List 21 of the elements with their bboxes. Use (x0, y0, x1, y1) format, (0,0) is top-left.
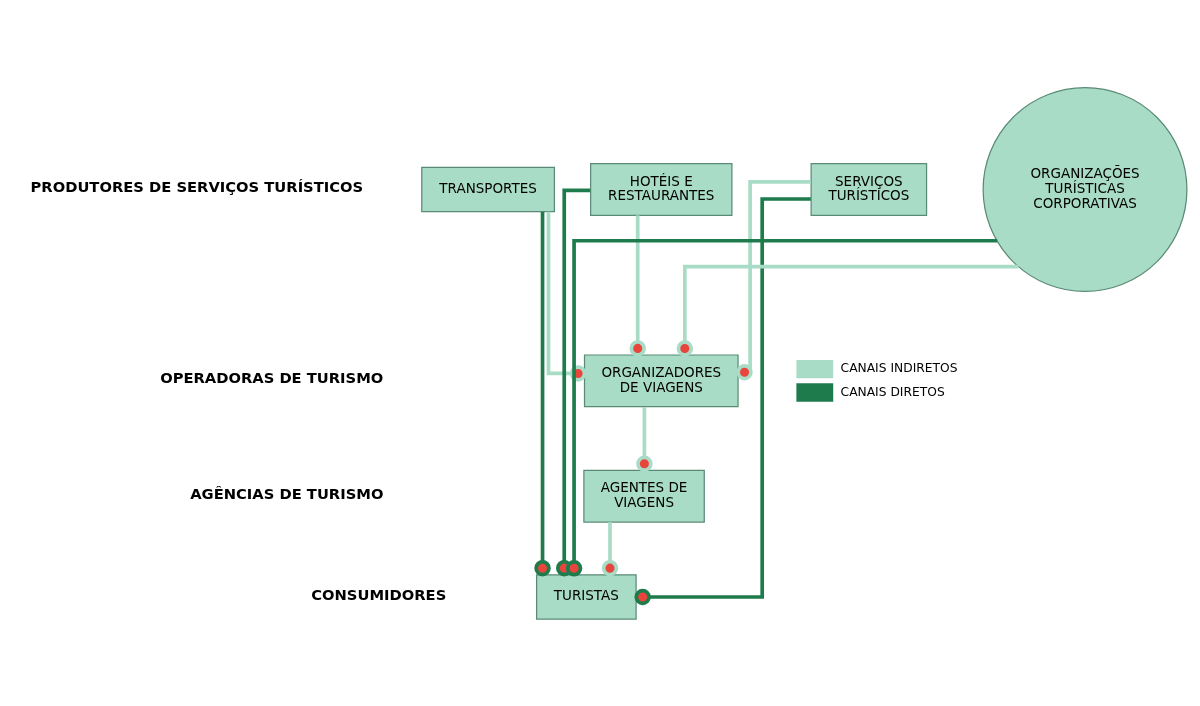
node-box: TRANSPORTES (421, 166, 556, 212)
connector (736, 179, 811, 380)
connector (634, 196, 811, 605)
connector (565, 238, 998, 577)
node-box: SERVIÇOS TURÍSTICOS (810, 162, 928, 216)
node-box: TURISTAS (536, 573, 637, 620)
label: PRODUTORES DE SERVIÇOS TURÍSTICOS (30, 177, 364, 195)
node-box: ORGANIZADORES DE VIAGENS (583, 353, 739, 407)
connector (534, 211, 551, 576)
connector (636, 406, 653, 472)
legend-label: CANAIS DIRETOS (840, 384, 945, 399)
label: AGÊNCIAS DE TURISMO (190, 484, 384, 502)
label: CONSUMIDORES (311, 585, 447, 603)
node-box: HOTÉIS E RESTAURANTES (590, 162, 733, 216)
connector (676, 264, 1019, 357)
node-box: AGENTES DE VIAGENS (583, 469, 705, 523)
legend-label: CANAIS INDIRETOS (840, 360, 958, 375)
connector (629, 214, 646, 357)
connector (601, 521, 619, 576)
node-circle: ORGANIZAÇÕES TURÍSTICAS CORPORATIVAS (982, 86, 1188, 292)
label: OPERADORAS DE TURISMO (160, 368, 384, 386)
